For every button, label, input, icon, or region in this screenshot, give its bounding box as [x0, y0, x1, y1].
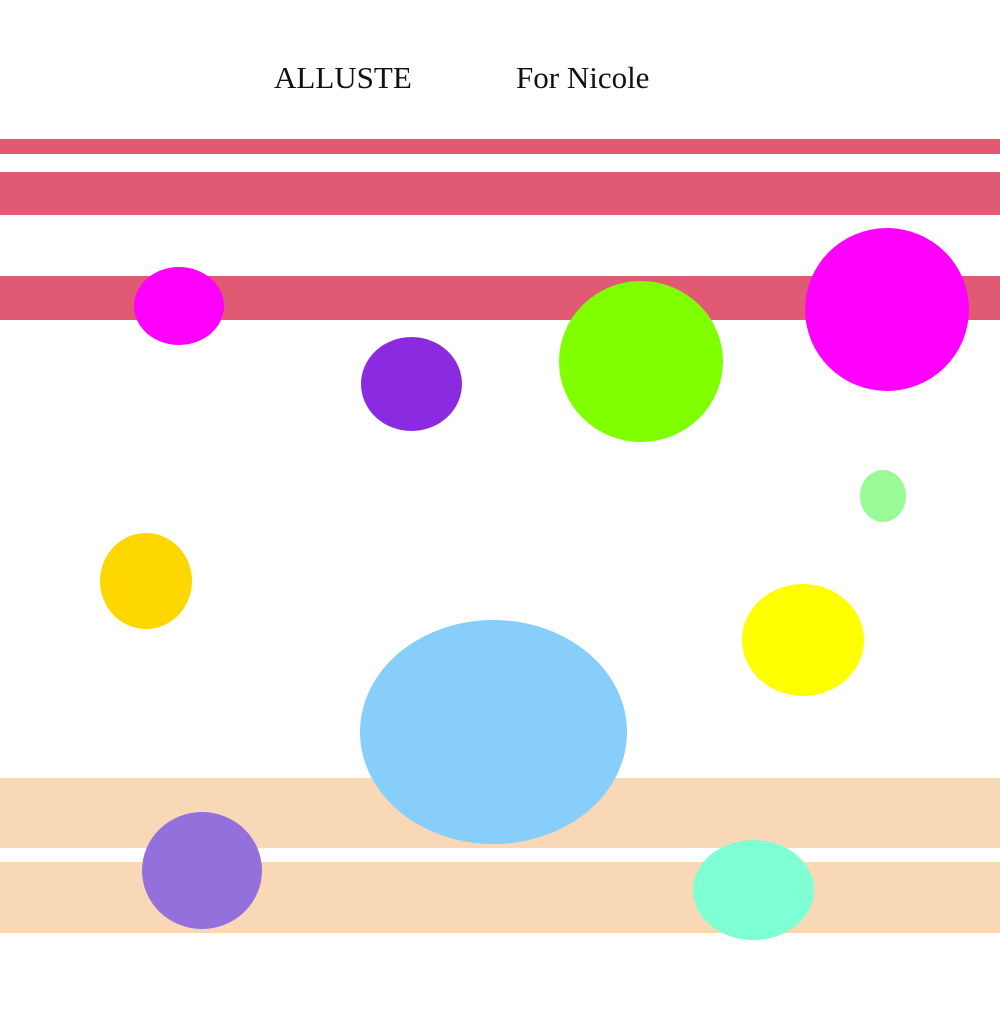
- circle-lime: [559, 281, 723, 442]
- circle-mint-green: [860, 470, 906, 522]
- title-alluste: ALLUSTE: [274, 60, 412, 95]
- title-for-nicole: For Nicole: [516, 60, 650, 95]
- circle-gold: [100, 533, 192, 629]
- circle-aquamarine: [693, 840, 814, 940]
- stripe-pink-thin: [0, 139, 1000, 154]
- stripe-pink-wide: [0, 172, 1000, 215]
- circle-medium-purple: [142, 812, 262, 929]
- circle-light-blue: [360, 620, 627, 844]
- circle-magenta-small: [134, 267, 224, 345]
- circle-yellow: [742, 584, 864, 696]
- circle-purple: [361, 337, 462, 431]
- circle-magenta-large: [805, 228, 969, 391]
